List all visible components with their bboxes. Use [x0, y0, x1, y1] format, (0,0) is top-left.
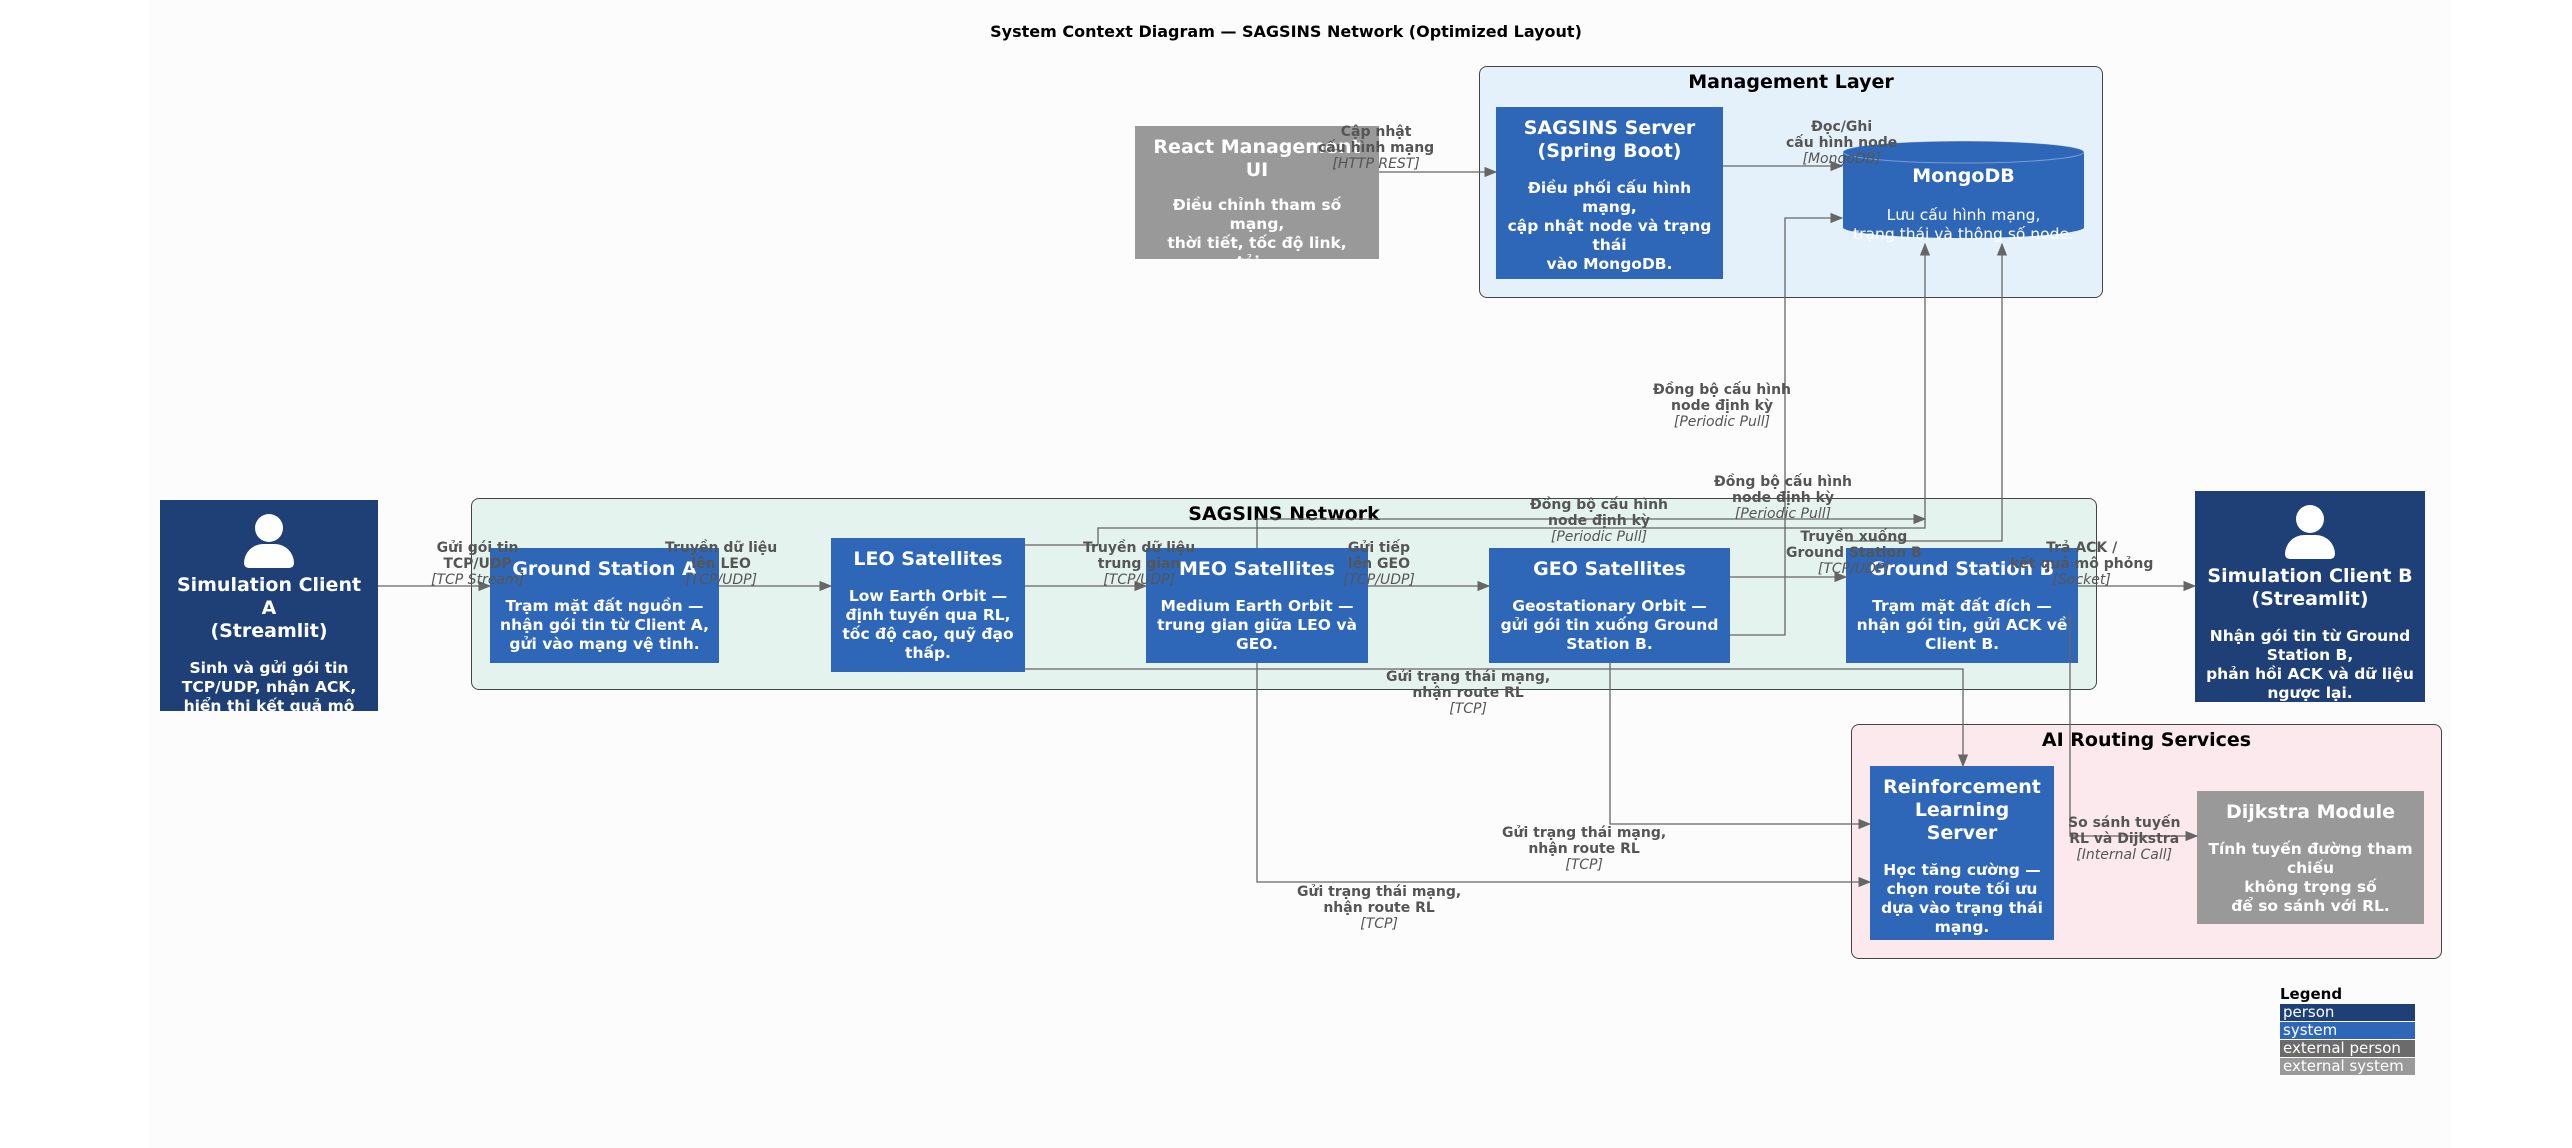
edge-label: Đồng bộ cấu hình node định kỳ[Periodic P… [1714, 474, 1853, 522]
node-name: Simulation Client A (Streamlit) [176, 574, 362, 642]
node-description: Lưu cấu hình mạng, trạng thái và thông s… [1853, 206, 2074, 242]
legend-item-system: system [2280, 1022, 2415, 1039]
edge-meo-sync-mongo [1256, 513, 1927, 548]
node-name: MongoDB [1912, 165, 2015, 187]
node-description: Học tăng cường — chọn route tối ưu dựa v… [1881, 861, 2043, 936]
node-description: Low Earth Orbit — định tuyến qua RL, tốc… [842, 587, 1014, 662]
edge-label: Trả ACK / kết quả mô phỏng[Socket] [2010, 540, 2154, 588]
node-name: Ground Station B [1869, 558, 2055, 580]
legend-item-external-system: external system [2280, 1058, 2415, 1075]
simulation-client-b[interactable]: Simulation Client B (Streamlit) Nhận gói… [2195, 491, 2425, 702]
simulation-client-a[interactable]: Simulation Client A (Streamlit) Sinh và … [160, 500, 378, 711]
legend-item-external-person: external person [2280, 1040, 2415, 1057]
edge-label: Gửi tiếp lên GEO[TCP/UDP] [1343, 540, 1415, 588]
dijkstra-module[interactable]: Dijkstra Module Tính tuyến đường tham ch… [2197, 791, 2424, 924]
node-name: Simulation Client B (Streamlit) [2207, 565, 2413, 610]
sagsins-server[interactable]: SAGSINS Server (Spring Boot) Điều phối c… [1496, 107, 1723, 279]
edge-label: Truyền dữ liệu lên LEO[TCP/UDP] [665, 540, 778, 588]
edge-label: Truyền xuống Ground Station B[TCP/UDP] [1786, 529, 1922, 577]
node-description: Nhận gói tin từ Ground Station B, phản h… [2206, 627, 2414, 702]
ground-station-a[interactable]: Ground Station A Trạm mặt đất nguồn — nh… [490, 548, 719, 663]
edge-label: Gửi trạng thái mạng, nhận route RL[TCP] [1297, 884, 1462, 932]
edge-label: Gửi gói tin TCP/UDP[TCP Stream] [431, 540, 525, 588]
edge-label: Đồng bộ cấu hình node định kỳ[Periodic P… [1653, 382, 1792, 430]
react-management-ui[interactable]: React Management UI Điều chỉnh tham số m… [1135, 126, 1379, 259]
node-name: Ground Station A [512, 558, 697, 580]
node-name: MEO Satellites [1179, 558, 1335, 580]
diagram-title: System Context Diagram — SAGSINS Network… [990, 22, 1582, 41]
edge-label: Gửi trạng thái mạng, nhận route RL[TCP] [1502, 825, 1667, 873]
edge-label: Cập nhật cấu hình mạng[HTTP REST] [1318, 124, 1435, 172]
node-description: Điều chỉnh tham số mạng, thời tiết, tốc … [1167, 196, 1347, 259]
database-cylinder-icon [1842, 140, 2085, 239]
node-name: GEO Satellites [1533, 558, 1686, 580]
ai-routing-label: AI Routing Services [2041, 729, 2252, 751]
legend-item-person: person [2280, 1004, 2415, 1021]
node-name: Reinforcement Learning Server [1883, 776, 2041, 844]
node-description: Trạm mặt đất đích — nhận gói tin, gửi AC… [1856, 597, 2068, 653]
reinforcement-learning-server[interactable]: Reinforcement Learning Server Học tăng c… [1870, 766, 2054, 940]
meo-satellites[interactable]: MEO Satellites Medium Earth Orbit — trun… [1146, 548, 1368, 663]
leo-satellites[interactable]: LEO Satellites Low Earth Orbit — định tu… [831, 538, 1025, 672]
person-icon [244, 514, 294, 570]
node-description: Trạm mặt đất nguồn — nhận gói tin từ Cli… [500, 597, 709, 653]
edge-label: Đồng bộ cấu hình node định kỳ[Periodic P… [1530, 497, 1669, 545]
person-icon [2285, 505, 2335, 561]
management-layer-label: Management Layer [1688, 71, 1894, 93]
edge-geo-to-rl [1609, 663, 1872, 830]
node-description: Điều phối cấu hình mạng, cập nhật node v… [1507, 179, 1712, 273]
edge-leo-to-rl [1025, 668, 1969, 768]
edge-rl-to-dijkstra [2069, 612, 2199, 842]
node-name: React Management UI [1153, 136, 1361, 181]
edge-label: So sánh tuyến RL và Dijkstra[Internal Ca… [2068, 815, 2181, 863]
node-name: Dijkstra Module [2225, 801, 2396, 823]
geo-satellites[interactable]: GEO Satellites Geostationary Orbit — gửi… [1489, 548, 1730, 663]
mongodb-database[interactable]: MongoDB Lưu cấu hình mạng, trạng thái và… [1842, 140, 2085, 242]
edge-gsB-sync-mongo [1846, 242, 2008, 542]
edge-meo-to-rl [1256, 663, 1872, 888]
legend: Legend person system external person ext… [2280, 985, 2415, 1075]
ground-station-b[interactable]: Ground Station B Trạm mặt đất đích — nhậ… [1846, 548, 2078, 663]
node-description: Geostationary Orbit — gửi gói tin xuống … [1500, 597, 1719, 653]
edge-label: Gửi trạng thái mạng, nhận route RL[TCP] [1386, 669, 1551, 717]
node-description: Medium Earth Orbit — trung gian giữa LEO… [1157, 597, 1357, 653]
node-description: Tính tuyến đường tham chiếu không trọng … [2208, 840, 2413, 915]
edge-leo-sync-mongo [1025, 242, 1931, 546]
edge-geo-sync-mongo [1730, 212, 1844, 636]
edge-label: Đọc/Ghi cấu hình node[MongoDB] [1786, 119, 1898, 167]
edge-label: Truyền dữ liệu trung gian[TCP/UDP] [1083, 540, 1196, 588]
node-name: SAGSINS Server (Spring Boot) [1523, 117, 1696, 162]
node-name: LEO Satellites [853, 548, 1003, 570]
node-description: Sinh và gửi gói tin TCP/UDP, nhận ACK, h… [181, 659, 357, 711]
legend-title: Legend [2280, 985, 2343, 1003]
